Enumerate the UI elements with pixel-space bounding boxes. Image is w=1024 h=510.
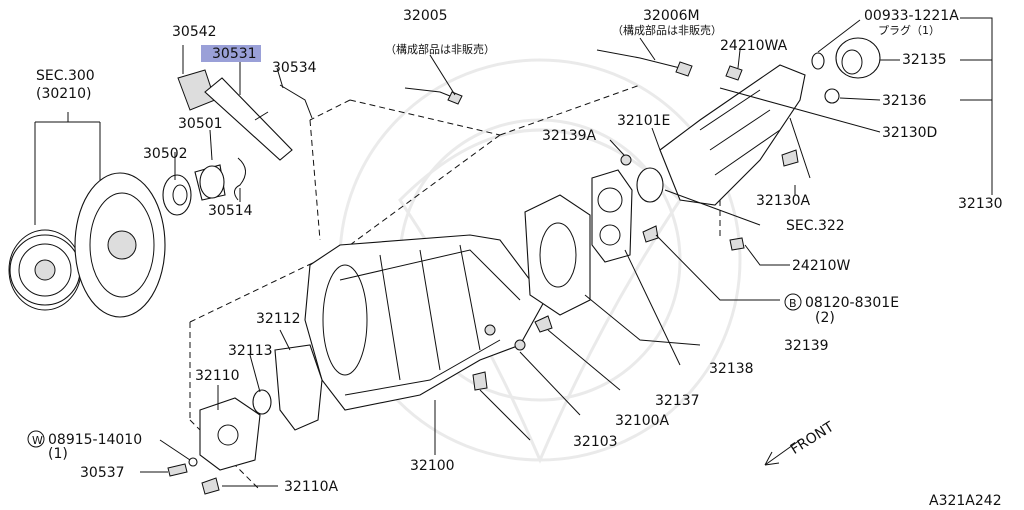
label-32139A: 32139A xyxy=(542,128,597,144)
label-30502: 30502 xyxy=(143,146,188,162)
leader-lines xyxy=(140,17,993,487)
label-08120: 08120-8301E xyxy=(805,295,899,311)
sec300-bracket xyxy=(34,112,101,225)
switch-32005 xyxy=(404,87,463,105)
label-30531: 30531 xyxy=(212,46,257,62)
rear-extension xyxy=(659,64,806,206)
label-30514: 30514 xyxy=(208,203,253,219)
label-32005: 32005 xyxy=(403,8,448,24)
label-32006M: 32006M xyxy=(643,8,700,24)
adapter-plate-32139 xyxy=(524,194,591,316)
label-b-marker: B xyxy=(789,297,797,310)
label-sec300-sub: (30210) xyxy=(36,86,91,102)
bolt-08120 xyxy=(642,225,659,243)
plug-00933 xyxy=(811,52,825,70)
gasket-32112 xyxy=(274,344,323,431)
label-32005-note: （構成部品は非販売） xyxy=(385,42,495,56)
label-08915-qty: (1) xyxy=(48,446,68,462)
bolt-32130A xyxy=(781,149,799,167)
bearing-32101E xyxy=(636,167,664,203)
label-32112: 32112 xyxy=(256,311,301,327)
label-32130A: 32130A xyxy=(756,193,811,209)
label-32101E: 32101E xyxy=(617,113,670,129)
bolt-30537 xyxy=(167,463,188,477)
plug-32137 xyxy=(534,315,553,333)
label-32110A: 32110A xyxy=(284,479,339,495)
label-00933: 00933-1221A xyxy=(864,8,959,24)
label-08120-qty: (2) xyxy=(815,310,835,326)
label-32136: 32136 xyxy=(882,93,927,109)
oil-seal-32113 xyxy=(252,389,272,415)
release-bearing xyxy=(162,174,192,216)
clutch-disc xyxy=(8,229,82,311)
label-32138: 32138 xyxy=(709,361,754,377)
clip-30514 xyxy=(234,157,246,201)
plug-32139A xyxy=(620,154,632,166)
label-24210WA: 24210WA xyxy=(720,38,788,54)
label-30501: 30501 xyxy=(178,116,223,132)
label-w-marker: W xyxy=(32,434,43,447)
diagram-id: A321A242 xyxy=(929,493,1002,509)
label-sec300: SEC.300 xyxy=(36,68,95,84)
w-marker-circle xyxy=(27,430,45,448)
label-32135: 32135 xyxy=(902,52,947,68)
label-sec322: SEC.322 xyxy=(786,218,845,234)
plug-32103 xyxy=(472,371,488,391)
washer-32136 xyxy=(824,88,840,104)
label-32100A: 32100A xyxy=(615,413,670,429)
label-32006M-note: （構成部品は非販売） xyxy=(612,23,722,37)
label-08915: 08915-14010 xyxy=(48,432,142,448)
clip-24210W xyxy=(729,237,745,251)
spring-30534 xyxy=(279,84,313,119)
label-32137: 32137 xyxy=(655,393,700,409)
label-32130D: 32130D xyxy=(882,125,937,141)
label-32139: 32139 xyxy=(784,338,829,354)
label-front: FRONT xyxy=(788,419,837,458)
b-marker-circle xyxy=(784,293,802,311)
label-32110: 32110 xyxy=(195,368,240,384)
label-30534: 30534 xyxy=(272,60,317,76)
label-00933-note: プラグ（1） xyxy=(878,23,940,37)
clutch-cover xyxy=(74,172,166,318)
part-32135 xyxy=(835,37,881,79)
transmission-case xyxy=(304,234,546,411)
washer-08915 xyxy=(188,457,198,467)
withdrawal-lever xyxy=(204,77,293,161)
label-30542: 30542 xyxy=(172,24,217,40)
switch-32006M xyxy=(596,49,743,81)
highlight-30531 xyxy=(201,45,261,62)
gasket-32138 xyxy=(591,169,633,263)
label-24210W: 24210W xyxy=(792,258,851,274)
label-32130: 32130 xyxy=(958,196,1003,212)
assembly-dashed-outline xyxy=(189,84,721,491)
plug-32100A xyxy=(514,339,526,351)
label-30537: 30537 xyxy=(80,465,125,481)
label-32100: 32100 xyxy=(410,458,455,474)
front-arrow-icon xyxy=(764,439,801,466)
label-32113: 32113 xyxy=(228,343,273,359)
label-32103: 32103 xyxy=(573,434,618,450)
bearing-sleeve xyxy=(194,164,226,201)
bolt-32110A xyxy=(201,477,220,495)
front-cover-32110 xyxy=(199,397,261,471)
